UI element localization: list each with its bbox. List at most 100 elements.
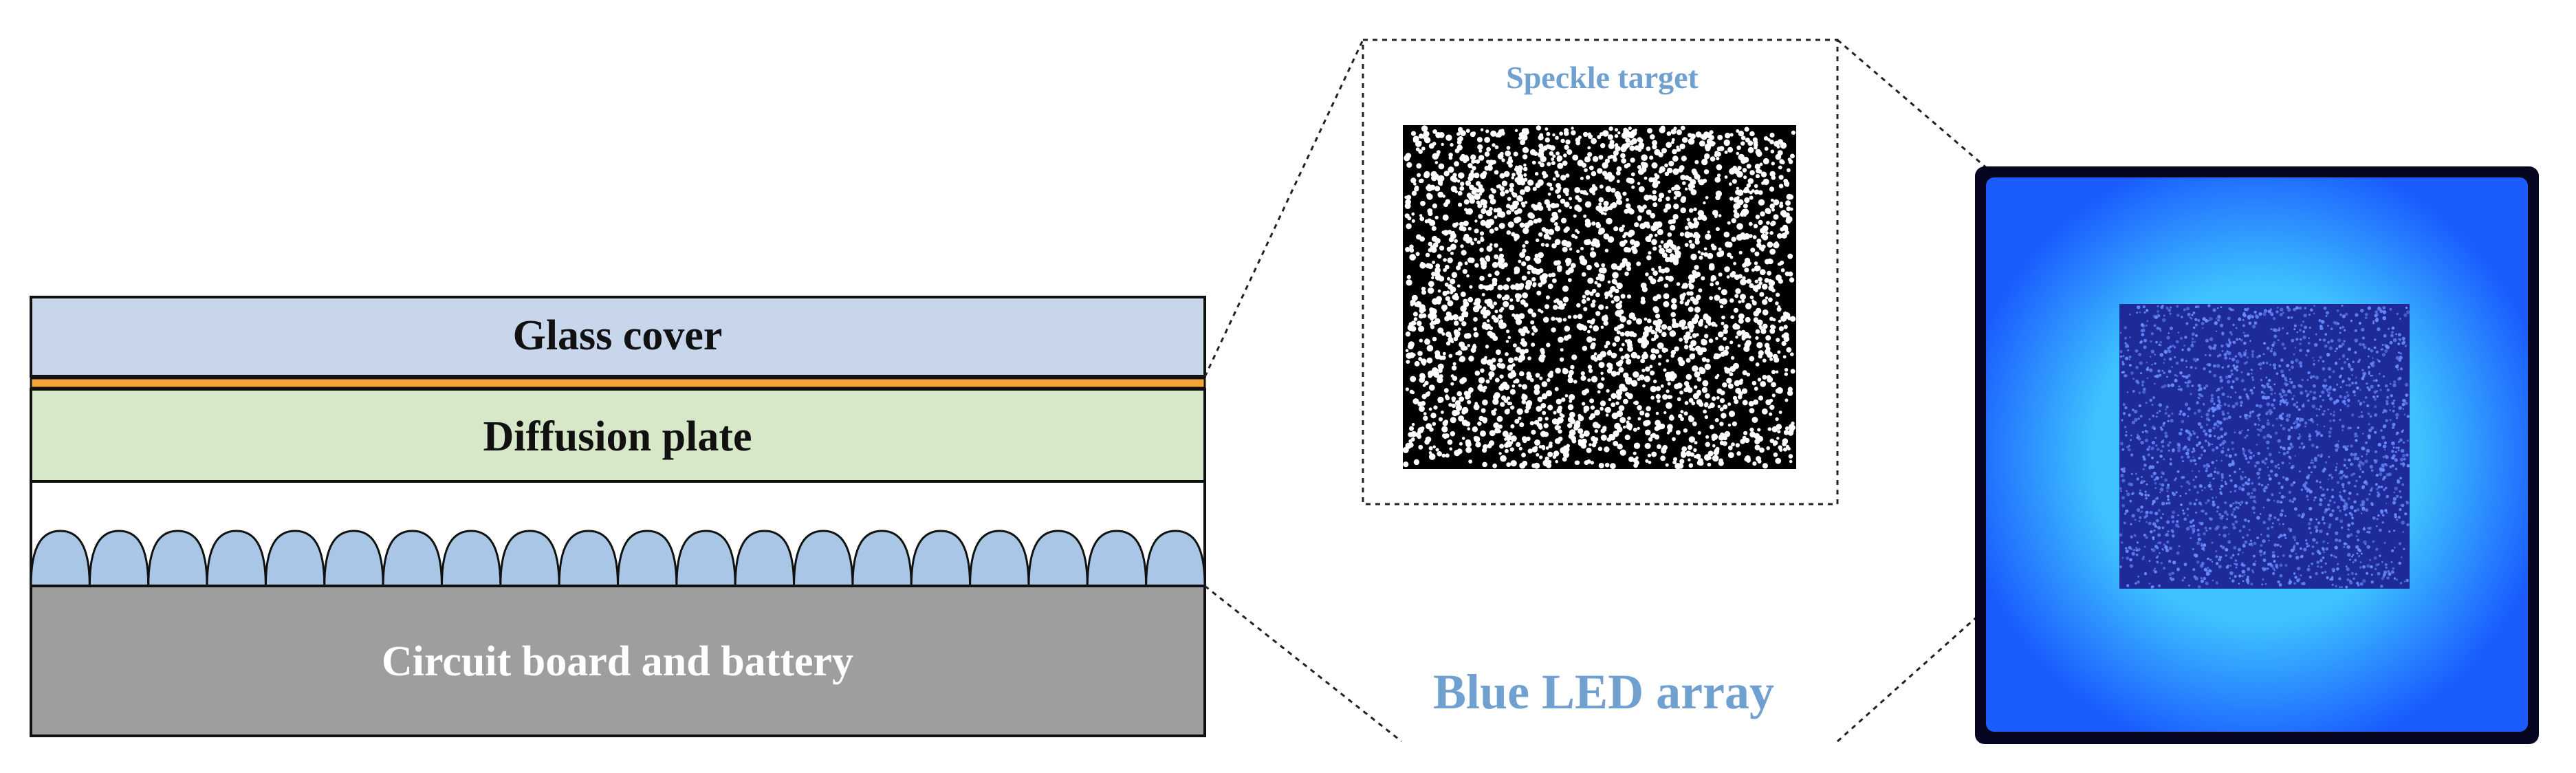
panel-speckle-dot: [2135, 472, 2137, 475]
speckle-dot: [1695, 453, 1701, 459]
panel-speckle-dot: [2208, 573, 2211, 575]
panel-speckle-dot: [2291, 338, 2295, 342]
panel-speckle-dot: [2361, 336, 2366, 340]
panel-speckle-dot: [2236, 365, 2239, 369]
speckle-dot: [1505, 189, 1509, 194]
panel-speckle-dot: [2192, 430, 2194, 433]
panel-speckle-dot: [2204, 512, 2208, 516]
panel-speckle-dot: [2239, 415, 2242, 418]
speckle-dot: [1726, 378, 1732, 384]
speckle-dot: [1554, 239, 1561, 246]
speckle-dot: [1470, 347, 1476, 353]
panel-speckle-dot: [2254, 314, 2258, 318]
speckle-dot: [1654, 173, 1658, 177]
panel-speckle-dot: [2216, 436, 2221, 440]
panel-speckle-dot: [2182, 512, 2185, 515]
panel-speckle-dot: [2313, 499, 2315, 501]
panel-speckle-dot: [2198, 441, 2202, 445]
panel-speckle-dot: [2281, 412, 2284, 415]
speckle-dot: [1745, 138, 1750, 143]
speckle-dot: [1614, 422, 1621, 430]
speckle-dot: [1692, 421, 1697, 426]
panel-speckle-dot: [2202, 327, 2204, 329]
speckle-dot: [1484, 309, 1491, 316]
panel-speckle-dot: [2175, 491, 2178, 494]
speckle-dot: [1423, 415, 1428, 421]
speckle-dot: [1484, 325, 1489, 330]
speckle-dot: [1525, 240, 1529, 245]
speckle-dot: [1783, 325, 1788, 329]
panel-speckle-dot: [2201, 322, 2205, 325]
speckle-dot: [1582, 190, 1587, 195]
speckle-dot: [1658, 152, 1663, 157]
panel-speckle-dot: [2244, 540, 2248, 544]
speckle-dot: [1477, 203, 1483, 208]
panel-speckle-dot: [2267, 385, 2270, 389]
panel-speckle-dot: [2399, 477, 2402, 479]
panel-speckle-dot: [2325, 314, 2328, 317]
panel-speckle-dot: [2234, 391, 2237, 393]
panel-speckle-dot: [2285, 401, 2289, 405]
speckle-dot: [1459, 186, 1465, 191]
speckle-dot: [1625, 358, 1632, 365]
panel-speckle-dot: [2366, 404, 2370, 408]
panel-speckle-dot: [2382, 444, 2387, 448]
panel-speckle-dot: [2252, 454, 2255, 457]
panel-speckle-dot: [2258, 354, 2261, 358]
panel-speckle-dot: [2252, 563, 2256, 567]
speckle-dot: [1592, 299, 1596, 304]
panel-speckle-dot: [2154, 487, 2157, 489]
speckle-dot: [1505, 150, 1511, 157]
speckle-dot: [1716, 164, 1723, 171]
panel-speckle-dot: [2271, 347, 2273, 350]
panel-speckle-dot: [2300, 488, 2304, 491]
panel-speckle-dot: [2196, 541, 2201, 545]
speckle-dot: [1709, 263, 1715, 269]
panel-speckle-dot: [2392, 501, 2397, 505]
panel-speckle-dot: [2389, 465, 2392, 468]
speckle-dot: [1409, 254, 1416, 261]
speckle-dot: [1443, 230, 1449, 236]
panel-speckle-dot: [2198, 393, 2203, 397]
panel-speckle-dot: [2383, 463, 2387, 466]
speckle-dot: [1482, 399, 1488, 406]
speckle-dot: [1777, 305, 1781, 309]
panel-speckle-dot: [2241, 488, 2245, 492]
panel-speckle-dot: [2207, 304, 2211, 307]
speckle-dot: [1413, 182, 1417, 186]
speckle-dot: [1688, 274, 1694, 281]
panel-speckle-dot: [2165, 306, 2169, 310]
speckle-dot: [1709, 140, 1715, 147]
speckle-dot: [1499, 444, 1505, 449]
speckle-dot: [1615, 389, 1623, 396]
speckle-dot: [1571, 130, 1576, 135]
panel-speckle-dot: [2224, 501, 2227, 505]
panel-speckle-dot: [2157, 310, 2159, 313]
panel-speckle-dot: [2242, 564, 2246, 567]
speckle-dot: [1557, 188, 1561, 193]
speckle-dot: [1766, 446, 1770, 450]
speckle-dot: [1450, 279, 1456, 285]
panel-speckle-dot: [2310, 308, 2313, 312]
speckle-dot: [1460, 244, 1464, 248]
speckle-dot: [1718, 287, 1721, 290]
panel-speckle-dot: [2278, 467, 2280, 470]
panel-speckle-dot: [2350, 555, 2353, 558]
panel-speckle-dot: [2321, 571, 2324, 574]
speckle-dot: [1424, 338, 1429, 343]
panel-speckle-dot: [2225, 565, 2229, 569]
speckle-dot: [1474, 228, 1479, 234]
speckle-dot: [1487, 443, 1492, 448]
panel-speckle-dot: [2212, 500, 2215, 503]
speckle-dot: [1682, 181, 1686, 186]
speckle-dot: [1667, 382, 1671, 386]
panel-speckle-dot: [2326, 532, 2329, 536]
panel-speckle-dot: [2190, 459, 2193, 463]
panel-speckle-dot: [2186, 381, 2189, 384]
panel-speckle-dot: [2163, 371, 2165, 374]
speckle-dot: [1509, 187, 1514, 193]
panel-speckle-dot: [2155, 415, 2158, 418]
speckle-dot: [1617, 199, 1623, 205]
panel-speckle-dot: [2386, 402, 2389, 406]
panel-speckle-dot: [2247, 372, 2250, 376]
